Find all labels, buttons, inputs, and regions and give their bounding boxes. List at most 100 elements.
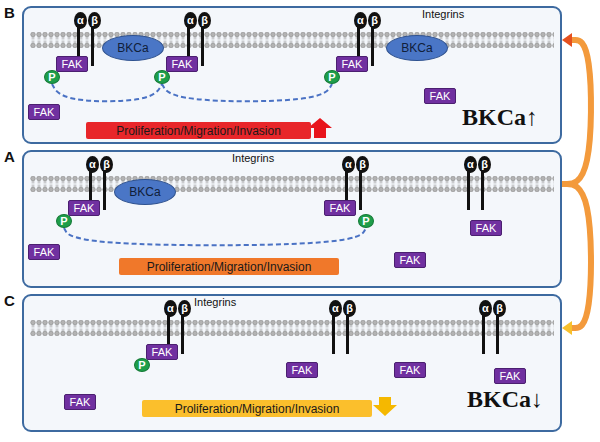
- node-text: P: [362, 216, 369, 227]
- panel-letter: C: [4, 292, 15, 309]
- fak-protein: FAK: [28, 244, 60, 260]
- node-text: BKCa: [401, 42, 432, 54]
- level-arrow: [562, 40, 591, 184]
- integrin-stem: [77, 26, 499, 354]
- node-text: α: [187, 15, 194, 26]
- panel-letter: A: [4, 148, 15, 165]
- phospho-group: P: [56, 214, 72, 228]
- phospho-group: P: [324, 70, 340, 84]
- integrin-subunit: α: [74, 12, 87, 29]
- node-text: FAK: [330, 203, 351, 214]
- integrin-subunit: β: [100, 156, 113, 173]
- level-label: BKCa↓: [467, 386, 543, 413]
- node-text: FAK: [400, 365, 421, 376]
- node-text: β: [103, 159, 110, 170]
- node-text: α: [332, 303, 339, 314]
- phospho-link: [52, 84, 162, 101]
- lipid-bilayer: [30, 32, 554, 336]
- node-text: β: [359, 159, 366, 170]
- integrin-subunit: α: [342, 156, 355, 173]
- fak-protein: FAK: [146, 344, 178, 360]
- node-text: β: [201, 15, 208, 26]
- integrin-subunit: β: [478, 156, 491, 173]
- node-text: β: [181, 303, 188, 314]
- node-text: Proliferation/Migration/Invasion: [175, 403, 340, 415]
- figure-panel: AαβαβαβBKCaFAKFAKPPFAKFAKFAKProliferatio…: [22, 150, 562, 288]
- node-text: P: [138, 360, 145, 371]
- phospho-group: P: [134, 358, 150, 372]
- node-text: FAK: [400, 255, 421, 266]
- integrin-subunit: α: [354, 12, 367, 29]
- panel-letter: B: [4, 4, 15, 21]
- integrin-label: Integrins: [232, 152, 274, 164]
- phospho-group: P: [358, 214, 374, 228]
- node-text: BKCa: [117, 42, 148, 54]
- integrin-subunit: α: [86, 156, 99, 173]
- node-text: FAK: [172, 59, 193, 70]
- node-text: BKCa: [129, 186, 160, 198]
- node-text: FAK: [342, 59, 363, 70]
- fak-protein: FAK: [166, 56, 198, 72]
- outcome-bar: Proliferation/Migration/Invasion: [142, 400, 372, 417]
- phospho-group: P: [44, 70, 60, 84]
- fak-protein: FAK: [28, 104, 60, 120]
- node-text: P: [60, 216, 67, 227]
- integrin-subunit: β: [343, 300, 356, 317]
- integrin-subunit: α: [184, 12, 197, 29]
- integrin-subunit: α: [479, 300, 492, 317]
- fak-protein: FAK: [324, 200, 356, 216]
- bkca-channel: BKCa: [386, 35, 448, 61]
- node-text: FAK: [34, 247, 55, 258]
- integrin-subunit: β: [178, 300, 191, 317]
- node-text: α: [89, 159, 96, 170]
- integrin-subunit: α: [329, 300, 342, 317]
- node-text: FAK: [430, 91, 451, 102]
- fak-protein: FAK: [394, 252, 426, 268]
- fak-protein: FAK: [68, 200, 100, 216]
- node-text: α: [77, 15, 84, 26]
- level-arrow: [562, 184, 591, 328]
- integrin-subunit: α: [164, 300, 177, 317]
- integrin-label: Integrins: [422, 8, 464, 20]
- integrin-subunit: β: [88, 12, 101, 29]
- node-text: α: [345, 159, 352, 170]
- node-text: β: [481, 159, 488, 170]
- node-text: P: [158, 72, 165, 83]
- node-text: P: [328, 72, 335, 83]
- node-text: FAK: [292, 365, 313, 376]
- fak-protein: FAK: [470, 220, 502, 236]
- node-text: β: [91, 15, 98, 26]
- node-text: α: [357, 15, 364, 26]
- node-text: FAK: [500, 371, 521, 382]
- integrin-subunit: β: [356, 156, 369, 173]
- fak-protein: FAK: [64, 394, 96, 410]
- node-text: α: [467, 159, 474, 170]
- node-text: FAK: [476, 223, 497, 234]
- node-text: α: [167, 303, 174, 314]
- fak-protein: FAK: [394, 362, 426, 378]
- node-text: α: [482, 303, 489, 314]
- node-text: Proliferation/Migration/Invasion: [116, 125, 281, 137]
- node-text: P: [48, 72, 55, 83]
- fak-protein: FAK: [286, 362, 318, 378]
- phospho-link: [162, 84, 332, 101]
- node-text: FAK: [34, 107, 55, 118]
- node-text: FAK: [70, 397, 91, 408]
- phospho-group: P: [154, 70, 170, 84]
- node-text: FAK: [74, 203, 95, 214]
- integrin-subunit: β: [198, 12, 211, 29]
- outcome-bar: Proliferation/Migration/Invasion: [86, 122, 311, 139]
- level-label: BKCa↑: [462, 104, 538, 131]
- node-text: Proliferation/Migration/Invasion: [147, 261, 312, 273]
- fak-protein: FAK: [336, 56, 368, 72]
- node-text: β: [496, 303, 503, 314]
- integrin-label: Integrins: [194, 296, 236, 308]
- outcome-bar: Proliferation/Migration/Invasion: [119, 258, 339, 275]
- decrease-arrow: [373, 397, 397, 416]
- bkca-channel: BKCa: [114, 179, 176, 205]
- node-text: β: [346, 303, 353, 314]
- integrin-subunit: β: [493, 300, 506, 317]
- fak-protein: FAK: [494, 368, 526, 384]
